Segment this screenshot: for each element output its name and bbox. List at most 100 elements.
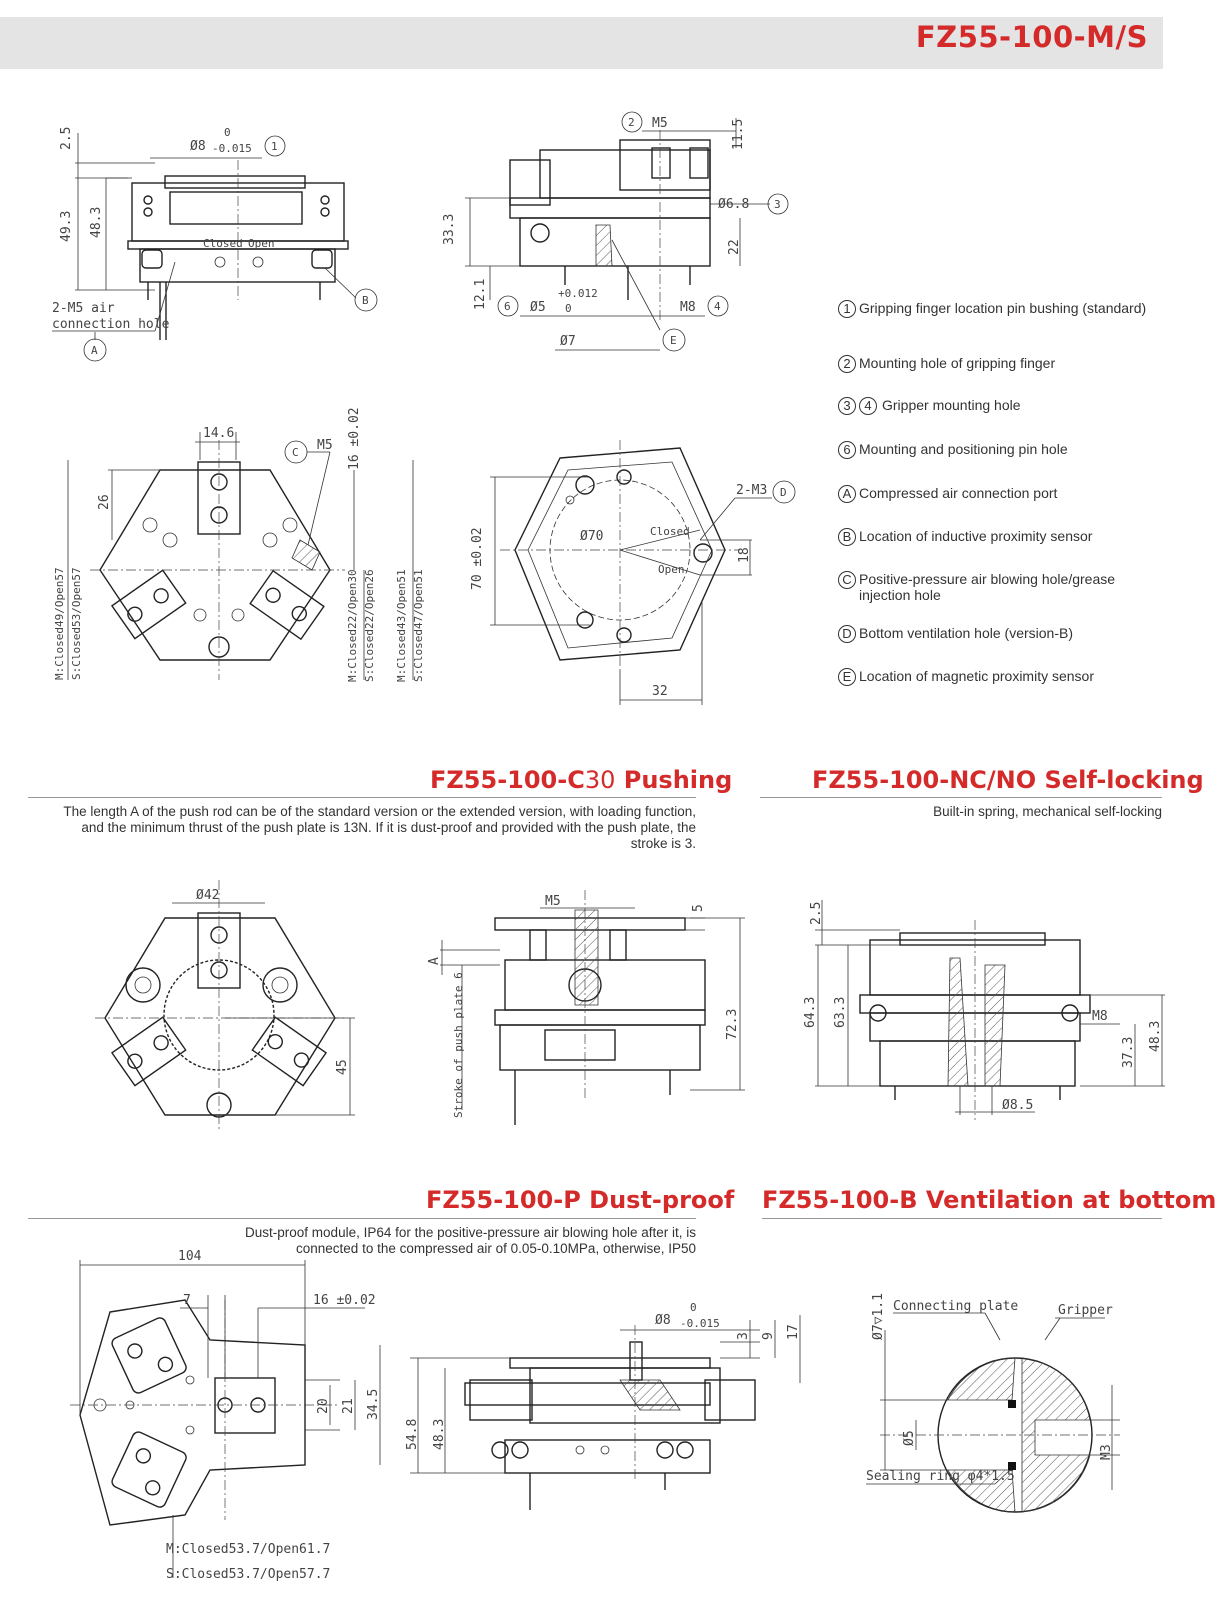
ventilation-section-title: FZ55-100-B Ventilation at bottom	[762, 1186, 1216, 1214]
dim-d7-depth: Ø7▽1.1	[871, 1293, 886, 1340]
legend-item: C Positive-pressure air blowing hole/gre…	[838, 571, 1128, 603]
legend-item: E Location of magnetic proximity sensor	[838, 668, 1094, 686]
legend-marker: A	[838, 485, 856, 503]
meas-p-s: S:Closed53.7/Open57.7	[166, 1567, 330, 1582]
dim-49-3: 49.3	[59, 211, 74, 242]
selflocking-section-rule	[760, 797, 1162, 798]
connecting-plate-label: Connecting plate	[893, 1299, 1018, 1314]
open-label-b: Open	[658, 563, 685, 576]
dim-2-m3: 2-M3	[736, 483, 767, 498]
legend-item: 6 Mounting and positioning pin hole	[838, 441, 1068, 459]
dim-d8-p: Ø8	[655, 1313, 671, 1328]
ventilation-section-rule	[762, 1218, 1162, 1219]
dim-d5: Ø5	[530, 300, 546, 315]
dim-16-tol: 16 ±0.02	[347, 407, 362, 470]
dim-64-3: 64.3	[803, 997, 818, 1028]
dim-3-p: 3	[736, 1332, 751, 1340]
callout-C: C	[292, 446, 299, 459]
meas-p-m: M:Closed53.7/Open61.7	[166, 1542, 330, 1557]
callout-4: 4	[714, 300, 721, 313]
page-title: FZ55-100-M/S	[915, 20, 1148, 54]
dim-37-3: 37.3	[1121, 1037, 1136, 1068]
top-view-drawing: 14.6 C M5 16 ±0.02 26 M:Closed49/Open57 …	[53, 407, 425, 682]
callout-E: E	[670, 334, 677, 347]
dim-7-p: 7	[183, 1293, 191, 1308]
callout-6: 6	[504, 300, 511, 313]
dim-72-3: 72.3	[725, 1009, 740, 1040]
dim-2-5-nc: 2.5	[809, 902, 824, 925]
dim-2-5: 2.5	[59, 127, 74, 150]
meas-left-s: S:Closed53/Open57	[70, 567, 83, 680]
legend-item: D Bottom ventilation hole (version-B)	[838, 625, 1073, 643]
callout-D: D	[780, 486, 787, 499]
dim-5-push: 5	[691, 904, 706, 912]
svg-text:-0.015: -0.015	[212, 142, 252, 155]
closed-label-b: Closed	[650, 525, 690, 538]
dustproof-section-title: FZ55-100-P Dust-proof	[426, 1186, 735, 1214]
legend-marker: 1	[838, 300, 856, 318]
dim-d6-8: Ø6.8	[718, 197, 749, 212]
dim-32: 32	[652, 684, 668, 699]
legend-text: Location of inductive proximity sensor	[859, 528, 1093, 544]
dim-14-6: 14.6	[203, 426, 234, 441]
air-port-label-1: 2-M5 air	[52, 301, 115, 316]
legend-marker: 2	[838, 355, 856, 373]
header-bar	[0, 17, 1163, 69]
svg-text:0: 0	[690, 1301, 697, 1314]
dim-54-8: 54.8	[405, 1419, 420, 1450]
dustproof-side-view: Ø8 0 -0.015 3 9 17 54.8 48.3	[405, 1301, 801, 1510]
pushing-section-title: FZ55-100-C30 Pushing	[430, 766, 733, 794]
dim-9-p: 9	[761, 1332, 776, 1340]
legend-marker: 6	[838, 441, 856, 459]
dustproof-section-desc: Dust-proof module, IP64 for the positive…	[245, 1225, 696, 1256]
meas-mid-s: S:Closed22/Open26	[363, 569, 376, 682]
selflocking-section-desc: Built-in spring, mechanical self-locking	[933, 804, 1162, 819]
pushing-side-view: M5 5 A Stroke of push plate 6 72.3	[427, 890, 745, 1125]
meas-right-s: S:Closed47/Open51	[412, 569, 425, 682]
dim-22: 22	[727, 239, 742, 255]
legend-text: Compressed air connection port	[859, 485, 1058, 501]
legend-text: Positive-pressure air blowing hole/greas…	[859, 571, 1116, 603]
callout-1: 1	[271, 140, 278, 153]
gripper-label: Gripper	[1058, 1303, 1113, 1318]
dim-m8: M8	[680, 300, 696, 315]
bottom-view-drawing: Closed Open Ø70 2-M3 D 70 ±0.02 18 32	[470, 440, 796, 705]
dustproof-section-rule	[28, 1218, 696, 1219]
dim-48-3: 48.3	[89, 207, 104, 238]
legend-marker: E	[838, 668, 856, 686]
legend-item: 2 Mounting hole of gripping finger	[838, 355, 1055, 373]
pushing-section-desc: The length A of the push rod can be of t…	[63, 804, 696, 851]
dim-34-5: 34.5	[366, 1389, 381, 1420]
legend-text: Mounting hole of gripping finger	[859, 355, 1056, 371]
legend-text: Gripping finger location pin bushing (st…	[859, 300, 1147, 316]
dim-45: 45	[335, 1059, 350, 1075]
legend-marker: D	[838, 625, 856, 643]
legend-item: B Location of inductive proximity sensor	[838, 528, 1092, 546]
dim-d42: Ø42	[196, 888, 219, 903]
air-port-label-2: connection hole	[52, 317, 170, 332]
pushing-top-view: Ø42 45	[95, 880, 355, 1130]
dim-48-3-nc: 48.3	[1148, 1021, 1163, 1052]
dim-20: 20	[316, 1398, 331, 1414]
dim-d5-b: Ø5	[902, 1430, 917, 1446]
front-view-drawing: 2.5 49.3 48.3 Closed Open Ø8 0 -0.015 1 …	[52, 126, 378, 362]
selflocking-view: 2.5 64.3 63.3 M8 37.3 48.3 Ø8.5	[803, 900, 1165, 1120]
meas-right-m: M:Closed43/Open51	[395, 569, 408, 682]
ventilation-detail: Ø7▽1.1 Ø5 Connecting plate Gripper M3 Se…	[866, 1293, 1120, 1513]
meas-left-m: M:Closed49/Open57	[53, 567, 66, 680]
dustproof-top-view: 104 7 16 ±0.02 20 21 34.5 M:Closed53.7/O…	[70, 1249, 381, 1582]
svg-text:0: 0	[565, 302, 572, 315]
dim-d7: Ø7	[560, 334, 576, 349]
dim-48-3-p: 48.3	[432, 1419, 447, 1450]
dim-33-3: 33.3	[442, 214, 457, 245]
side-view-drawing: 33.3 12.1 2 M5 11.5 Ø6.8 3 22 6 Ø5 +0.01…	[442, 111, 789, 352]
pushing-section-rule	[28, 797, 696, 798]
legend-marker: B	[838, 528, 856, 546]
legend-item: 1 Gripping finger location pin bushing (…	[838, 300, 1146, 318]
dim-26: 26	[97, 494, 112, 510]
callout-B: B	[362, 294, 369, 307]
legend-text: Gripper mounting hole	[882, 397, 1021, 413]
dim-11-5: 11.5	[731, 119, 746, 150]
dim-16-p: 16 ±0.02	[313, 1293, 376, 1308]
